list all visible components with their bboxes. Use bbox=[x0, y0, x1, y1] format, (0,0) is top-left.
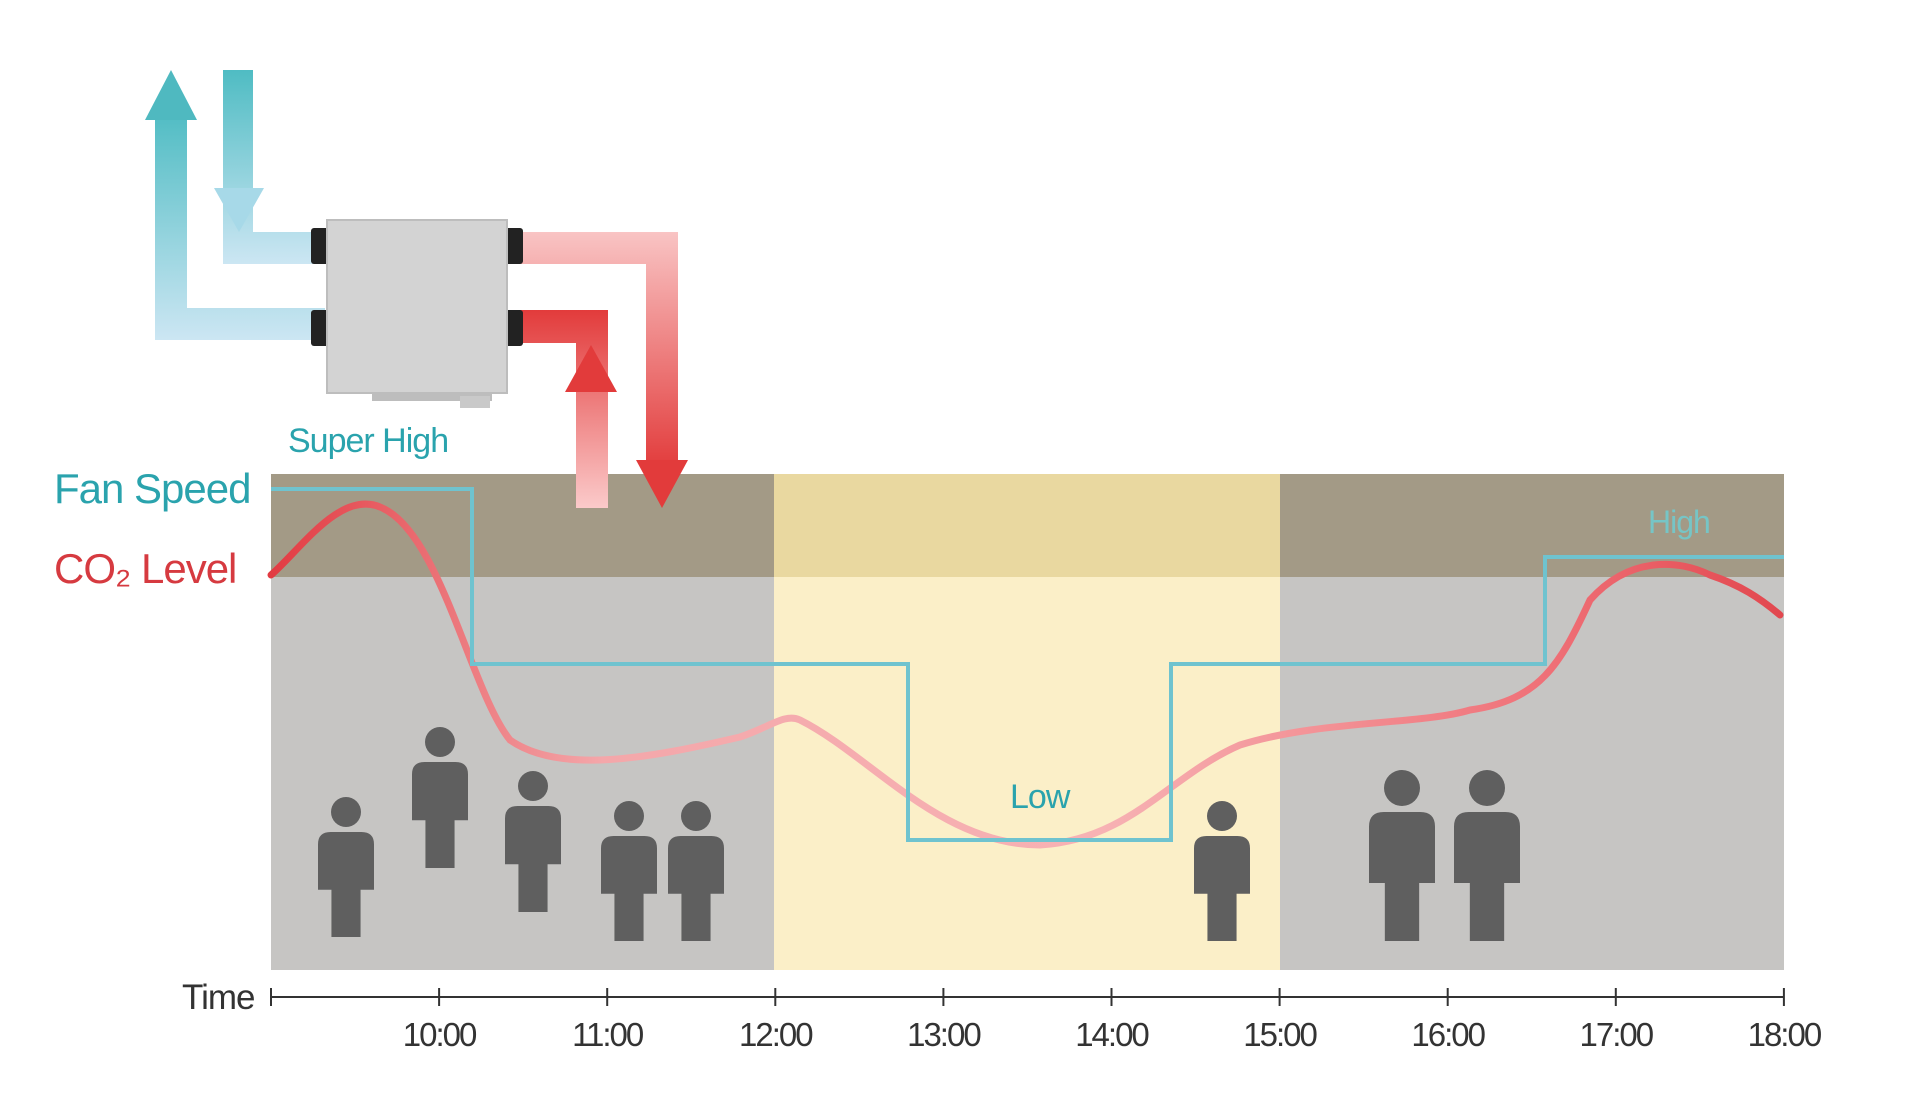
axis-tick-label: 15:00 bbox=[1243, 1016, 1318, 1053]
occupants bbox=[318, 727, 1520, 941]
high-label: High bbox=[1648, 504, 1711, 540]
axis-tick-label: 12:00 bbox=[739, 1016, 814, 1053]
time-axis bbox=[270, 988, 1785, 1006]
person-icon bbox=[1194, 801, 1250, 941]
red-arrow-up-icon bbox=[565, 345, 617, 392]
axis-tick-label: 16:00 bbox=[1411, 1016, 1486, 1053]
person-icon bbox=[1369, 770, 1435, 941]
axis-tick-label: 10:00 bbox=[402, 1016, 478, 1053]
connector-icon bbox=[311, 310, 329, 346]
zone-lunch-band bbox=[774, 474, 1280, 577]
connector-icon bbox=[311, 228, 329, 264]
axis-ticks bbox=[270, 988, 1785, 1006]
axis-tick-label: 17:00 bbox=[1579, 1016, 1655, 1053]
co2-level-legend: CO₂ Level bbox=[54, 545, 237, 592]
zone-afternoon-band bbox=[1280, 474, 1784, 577]
red-arrow-down-icon bbox=[636, 460, 688, 508]
person-icon bbox=[318, 797, 374, 937]
connector-icon bbox=[505, 310, 523, 346]
unit-base bbox=[372, 393, 492, 401]
teal-duct-outer bbox=[155, 110, 325, 340]
unit-foot bbox=[460, 396, 490, 408]
axis-tick-label: 13:00 bbox=[907, 1016, 982, 1053]
fan-speed-line bbox=[271, 487, 1784, 842]
fan-speed-legend: Fan Speed bbox=[54, 465, 251, 512]
axis-title: Time bbox=[182, 978, 255, 1017]
teal-arrow-up-icon bbox=[145, 70, 197, 120]
ventilation-unit bbox=[145, 70, 688, 508]
zone-morning-band bbox=[271, 474, 774, 577]
person-icon bbox=[1454, 770, 1520, 941]
person-icon bbox=[668, 801, 724, 941]
connector-icon bbox=[505, 228, 523, 264]
super-high-label: Super High bbox=[288, 422, 449, 460]
teal-arrow-down-icon bbox=[214, 188, 264, 232]
teal-duct-inner bbox=[223, 70, 325, 264]
axis-tick-label: 18:00 bbox=[1747, 1016, 1823, 1053]
axis-tick-label: 14:00 bbox=[1075, 1016, 1150, 1053]
unit-body bbox=[326, 219, 508, 394]
person-icon bbox=[505, 771, 561, 912]
person-icon bbox=[412, 727, 468, 868]
axis-tick-label: 11:00 bbox=[572, 1016, 644, 1053]
person-icon bbox=[601, 801, 657, 941]
red-duct-outer bbox=[510, 232, 678, 470]
low-label: Low bbox=[1010, 778, 1070, 816]
